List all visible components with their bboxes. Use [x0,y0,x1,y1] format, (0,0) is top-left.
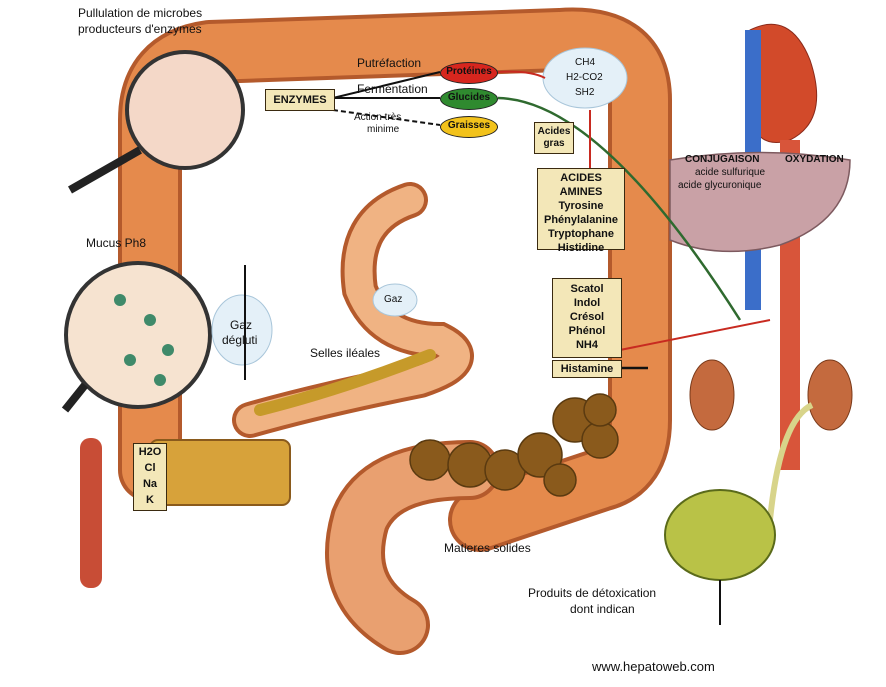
product-item: Phénol [568,325,606,337]
gas-bubble-ileum [372,283,418,317]
product-item: Crésol [569,311,605,323]
label-matieres: Matieres solides [444,541,531,555]
acide-amine-item: Phénylalanine [544,214,618,226]
kidney-left [689,359,735,431]
acide-amine-item: Tyrosine [558,200,604,212]
magnifier-microbes [125,50,245,170]
histamine-box: Histamine [552,360,622,378]
gas-h2co2: H2-CO2 [566,72,603,83]
acide-amine-item: Histidine [557,242,605,254]
label-action1: Action très [354,112,402,123]
gas-ch4: CH4 [575,57,596,68]
product-item: Indol [573,297,601,309]
heart [749,23,818,143]
label-acide-glycuronique: acide glycuronique [678,180,762,191]
label-selles: Selles iléales [310,346,381,360]
caecum-contents [149,439,291,506]
label-conjugaison: CONJUGAISON [685,154,760,165]
label-oxydation: OXYDATION [785,154,844,165]
gas-sh2: SH2 [575,87,595,98]
label-gaz-degluti-2: dégluti [222,333,258,347]
label-gaz-degluti-1: Gaz [230,318,253,332]
liver [669,151,851,253]
label-mucus: Mucus Ph8 [86,236,147,250]
blood-vessel [80,438,102,588]
label-produits-2: dont indican [570,602,635,616]
label-acide-sulfurique: acide sulfurique [695,167,766,178]
solid-matter [409,393,619,497]
pill-proteines: Protéines [440,62,498,84]
products-box: Scatol Indol Crésol Phénol NH4 [552,278,622,358]
label-fermentation: Fermentation [357,82,428,96]
label-gaz: Gaz [384,294,403,305]
product-item: Scatol [570,283,604,295]
acide-amine-item: Tryptophane [547,228,614,240]
product-item: NH4 [575,339,598,351]
acides-amines-title: ACIDES AMINES [559,172,603,198]
enzymes-box: ENZYMES [265,89,335,111]
label-producteurs: producteurs d'enzymes [78,22,202,36]
pill-glucides: Glucides [440,88,498,110]
pill-graisses: Graisses [440,116,498,138]
bladder [664,489,776,581]
label-putrefaction: Putréfaction [357,56,422,70]
label-produits-1: Produits de détoxication [528,586,657,600]
kidney-right [807,359,853,431]
acides-amines-box: ACIDES AMINES Tyrosine Phénylalanine Try… [537,168,625,254]
label-action2: minime [367,124,400,135]
gas-bubble-degluti [211,294,273,366]
magnifier-mucus [64,261,212,409]
watermark: www.hepatoweb.com [592,659,715,674]
label-pullulation: Pullulation de microbes [78,6,203,20]
